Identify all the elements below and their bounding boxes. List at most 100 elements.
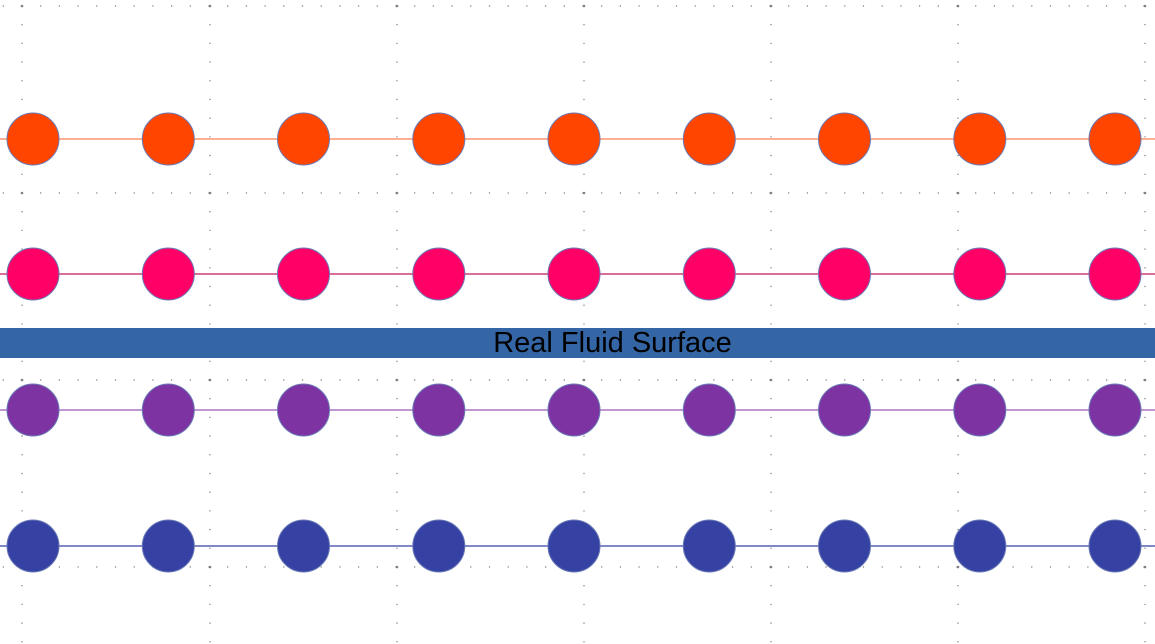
grid-dot [1124, 5, 1127, 7]
grid-dot [583, 98, 585, 101]
grid-dot [750, 192, 752, 194]
grid-dot [657, 566, 659, 568]
grid-dot [957, 585, 959, 587]
grid-dot [957, 98, 959, 101]
grid-dot [583, 435, 585, 437]
grid-dot [1087, 566, 1089, 568]
grid-dot [2, 192, 4, 194]
grid-dot [770, 454, 772, 456]
grid-dot [396, 472, 398, 475]
grid-dot [114, 192, 117, 194]
grid-dot [21, 622, 23, 624]
grid-dot [770, 641, 772, 643]
grid-dot [209, 136, 211, 138]
grid-dot [96, 5, 98, 7]
grid-dot [451, 5, 453, 7]
grid-dot [825, 5, 827, 7]
grid-dot [209, 547, 211, 549]
grid-dot [937, 379, 939, 381]
grid-dot [1144, 117, 1146, 119]
grid-dot [1144, 416, 1146, 419]
grid-dot [957, 323, 959, 325]
grid-dot [770, 248, 772, 250]
grid-dot [227, 5, 229, 7]
grid-dot [209, 304, 211, 306]
grid-dot [957, 510, 959, 512]
grid-dot [58, 379, 61, 381]
fluid-particle [412, 247, 466, 301]
grid-dot [770, 154, 772, 157]
grid-dot [1143, 565, 1147, 569]
grid-dot [245, 192, 248, 194]
grid-dot [770, 304, 772, 306]
grid-dot [507, 192, 509, 194]
grid-dot [957, 154, 959, 157]
grid-dot [227, 566, 229, 568]
grid-dot [396, 510, 398, 512]
grid-dot [396, 416, 398, 419]
grid-dot [881, 5, 883, 7]
grid-dot [133, 379, 135, 381]
grid-dot [601, 566, 603, 568]
grid-dot [283, 379, 285, 381]
grid-dot [1144, 323, 1146, 325]
fluid-surface-label: Real Fluid Surface [493, 327, 732, 359]
grid-dot [731, 566, 734, 568]
fluid-particle [277, 112, 330, 166]
grid-dot [396, 154, 398, 157]
grid-dot [21, 641, 23, 643]
grid-dot [396, 98, 398, 101]
grid-dot [170, 5, 173, 7]
grid-dot [170, 192, 173, 194]
grid-dot [376, 566, 378, 568]
grid-dot [209, 528, 211, 531]
grid-dot [245, 566, 248, 568]
grid-dot [583, 585, 585, 587]
grid-dot [21, 472, 23, 475]
grid-dot [1144, 248, 1146, 250]
grid-dot [900, 192, 902, 194]
grid-dot [918, 566, 921, 568]
grid-dot [1124, 379, 1127, 381]
grid-dot [1049, 5, 1052, 7]
grid-dot [937, 192, 939, 194]
grid-dot [1105, 5, 1108, 7]
grid-dot [881, 192, 883, 194]
grid-dot [320, 5, 322, 7]
grid-dot [1087, 379, 1089, 381]
grid-dot [396, 248, 398, 250]
grid-dot [209, 416, 211, 419]
grid-dot [21, 80, 23, 82]
grid-dot [1144, 398, 1146, 400]
grid-dot [544, 5, 547, 7]
grid-dot [114, 379, 117, 381]
grid-dot [209, 435, 211, 437]
grid-dot [770, 211, 772, 213]
grid-dot [657, 5, 659, 7]
fluid-particle [6, 247, 60, 301]
grid-dot [957, 80, 959, 82]
grid-dot [957, 472, 959, 475]
grid-dot [583, 304, 585, 306]
grid-dot [1031, 5, 1033, 7]
grid-dot [957, 24, 959, 26]
grid-dot [170, 379, 173, 381]
grid-dot [376, 379, 378, 381]
grid-dot [862, 5, 865, 7]
grid-dot [396, 585, 398, 587]
grid-dot [957, 229, 959, 232]
grid-dot [900, 379, 902, 381]
grid-dot [264, 5, 266, 7]
grid-dot [957, 603, 959, 606]
grid-dot [1087, 5, 1089, 7]
grid-dot [770, 416, 772, 419]
grid-dot [770, 117, 772, 119]
grid-dot [96, 379, 98, 381]
grid-dot [862, 192, 865, 194]
grid-dot [1105, 192, 1108, 194]
grid-dot [770, 80, 772, 82]
grid-dot [770, 42, 772, 45]
grid-dot [544, 192, 547, 194]
grid-dot [563, 192, 565, 194]
grid-dot [264, 192, 266, 194]
